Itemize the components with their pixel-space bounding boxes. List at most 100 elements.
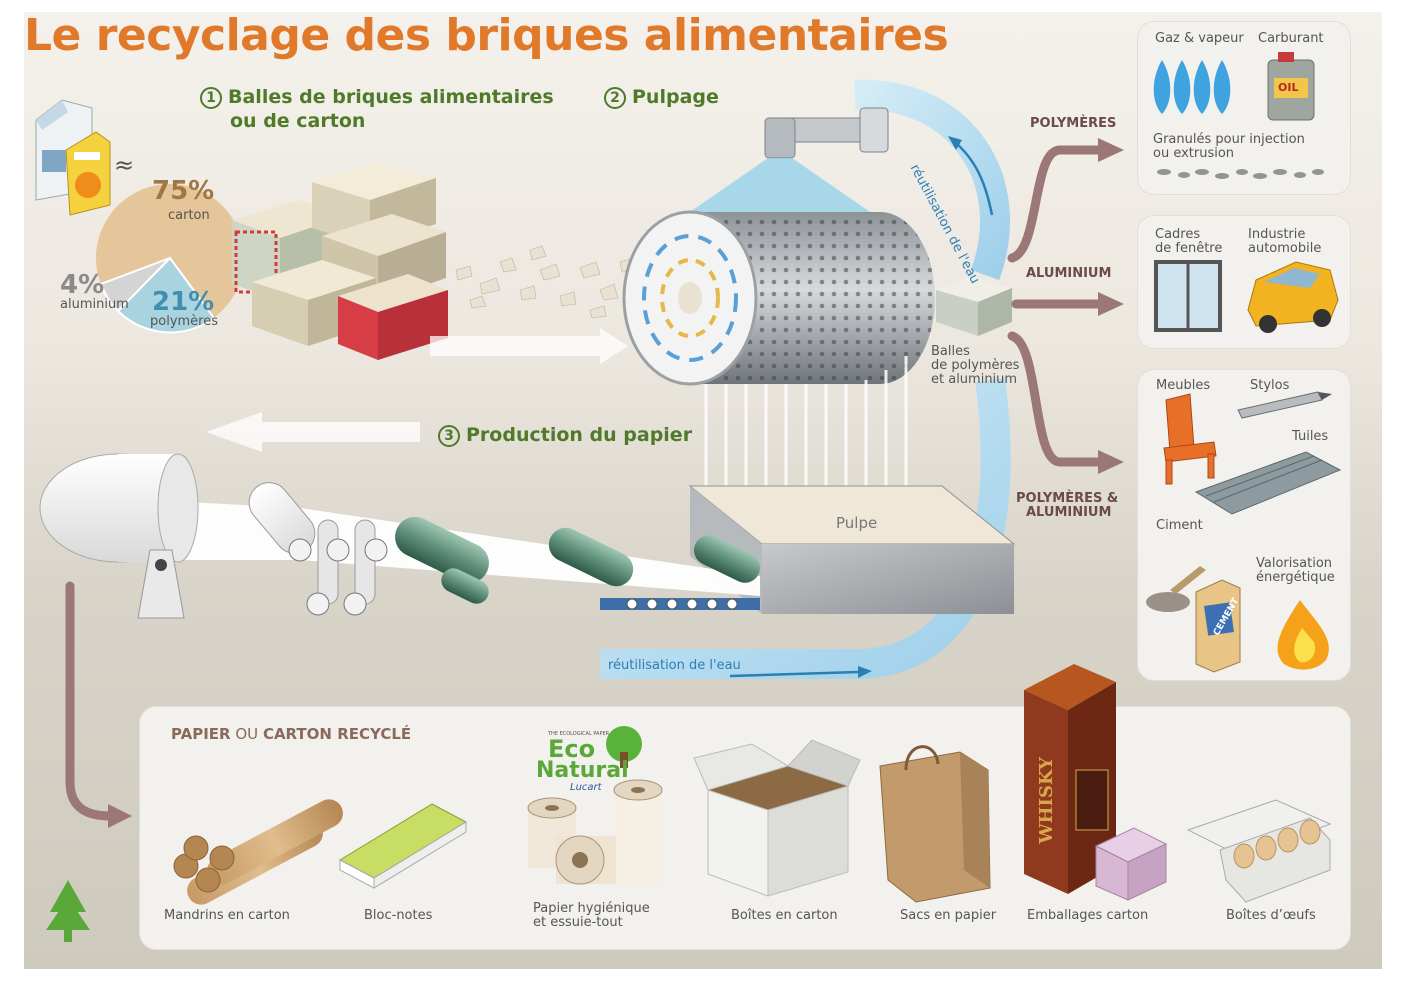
aluminium-percent: 4%: [60, 270, 105, 300]
shredded-cartons-stream: [455, 245, 637, 319]
aluminium-label: aluminium: [60, 297, 129, 312]
brand-lucart: Lucart: [570, 782, 602, 793]
polymer-aluminium-bale-icon: [936, 276, 1012, 336]
item-bags-label: Sacs en papier: [900, 908, 997, 923]
paper-bag-icon: [879, 745, 991, 903]
cement-icon: [1146, 566, 1241, 673]
approx-sign: ≈: [114, 151, 135, 179]
item-eggs-label: Boîtes d’œufs: [1226, 908, 1316, 923]
granules-label-line-2: ou extrusion: [1153, 146, 1235, 161]
whisky-box-icon: [1024, 664, 1116, 894]
item-notepad-label: Bloc-notes: [364, 908, 433, 923]
automotive-label-2: automobile: [1248, 241, 1322, 256]
juice-carton-icon: [65, 131, 111, 216]
logo-icon: [46, 880, 90, 942]
step-1-line-2: ou de carton: [230, 109, 366, 132]
oil-can-text: OIL: [1278, 81, 1299, 94]
window-frames-label-1: Cadres: [1155, 227, 1201, 242]
pulp-tank: [688, 485, 1016, 614]
energy-label-2: énergétique: [1256, 570, 1335, 585]
carton-label: carton: [168, 208, 210, 223]
step-3-label: Production du papier: [466, 424, 693, 446]
step-1-line-1: Balles de briques alimentaires: [228, 86, 554, 108]
step-2-label: Pulpage: [632, 86, 719, 108]
eco-natural-tree-icon: [606, 726, 642, 768]
pulp-streams: [704, 356, 908, 486]
brand-tagline: THE ECOLOGICAL PAPER: [548, 731, 610, 737]
brand-natural: Natural: [536, 758, 629, 783]
gas-vapour-icon: [1153, 60, 1231, 114]
roof-tiles-icon: [1194, 451, 1342, 515]
energy-label-1: Valorisation: [1256, 556, 1333, 571]
output-arrows: [65, 145, 1105, 821]
water-arrow-top: [954, 141, 994, 216]
whisky-box-text: WHISKY: [1035, 757, 1057, 844]
item-tissue-label-2: et essuie-tout: [533, 915, 623, 930]
carton-percent: 75%: [152, 176, 215, 206]
egg-box-icon: [1186, 799, 1332, 903]
step-1-title: 1 Balles de briques alimentaires ou de ca…: [200, 86, 554, 134]
cement-label: Ciment: [1156, 518, 1203, 533]
polymers-label: polymères: [150, 314, 219, 329]
flow-arrow-to-drum: [430, 328, 628, 364]
polymers-output-label: POLYMÈRES: [1030, 116, 1117, 131]
output-arrowheads: [108, 138, 1124, 828]
aluminium-output-label: ALUMINIUM: [1026, 266, 1112, 281]
paper-flow-arrow: [206, 412, 420, 452]
chair-icon: [1163, 393, 1217, 485]
recycled-heading: PAPIER OU CARTON RECYCLÉ: [171, 725, 412, 743]
step-3-number: 3: [438, 425, 460, 447]
drying-rolls: [248, 482, 388, 616]
granules-icon: [1157, 169, 1324, 179]
paper-machine: [39, 453, 760, 619]
tiles-label: Tuiles: [1292, 429, 1329, 444]
fuel-oil-can-icon: [1267, 52, 1315, 121]
brand-eco: Eco: [548, 735, 596, 763]
composition-pie-chart: [96, 184, 244, 334]
step-1-number: 1: [200, 87, 222, 109]
recycled-heading-or: OU: [230, 725, 263, 743]
toilet-paper-icon: [527, 779, 663, 886]
pens-label: Stylos: [1250, 378, 1290, 393]
recycled-heading-paper: PAPIER: [171, 725, 231, 743]
poly-alu-output-label-2: ALUMINIUM: [1026, 505, 1112, 520]
window-frames-label-2: de fenêtre: [1155, 241, 1223, 256]
step-3-title: 3 Production du papier: [438, 424, 692, 448]
polymers-percent: 21%: [152, 287, 215, 317]
bales-label-line-3: et aluminium: [931, 372, 1018, 387]
pulp-label: Pulpe: [836, 514, 878, 532]
recycled-heading-carton: CARTON RECYCLÉ: [262, 725, 412, 743]
water-faucet-icon: [690, 107, 889, 212]
page-title: Le recyclage des briques alimentaires: [24, 10, 949, 61]
granules-label-line-1: Granulés pour injection: [1153, 132, 1305, 147]
item-tubes-label: Mandrins en carton: [164, 908, 290, 923]
notepad-icon: [338, 803, 468, 889]
pen-icon: [1237, 391, 1332, 419]
poly-alu-output-label-1: POLYMÈRES &: [1016, 491, 1119, 506]
gas-vapour-label: Gaz & vapeur: [1155, 31, 1244, 46]
cardboard-tubes-icon: [173, 799, 343, 905]
fuel-label: Carburant: [1258, 31, 1324, 46]
step-2-number: 2: [604, 87, 626, 109]
item-boxes-label: Boîtes en carton: [731, 908, 838, 923]
energy-flame-icon: [1277, 600, 1329, 670]
furniture-label: Meubles: [1156, 378, 1211, 393]
pulping-drum: [622, 210, 935, 386]
item-tissue-label-1: Papier hygiénique: [533, 901, 650, 916]
bales-label-line-1: Balles: [931, 344, 970, 359]
car-icon: [1247, 261, 1339, 333]
step-2-title: 2 Pulpage: [604, 86, 719, 110]
carton-bales-icon: [232, 162, 448, 360]
cardboard-box-icon: [693, 739, 861, 897]
automotive-label-1: Industrie: [1248, 227, 1306, 242]
pie-slice-polymers: [116, 256, 216, 334]
pie-slice-aluminium: [99, 257, 171, 313]
water-reuse-label-bottom: réutilisation de l'eau: [608, 658, 741, 673]
window-frame-icon: [1154, 260, 1222, 332]
item-packaging-label: Emballages carton: [1027, 908, 1149, 923]
water-reuse-arc-top: [854, 79, 1010, 281]
gift-box-icon: [1094, 827, 1168, 901]
bales-label-line-2: de polymères: [931, 358, 1020, 373]
panel-polymers: [1138, 22, 1350, 194]
